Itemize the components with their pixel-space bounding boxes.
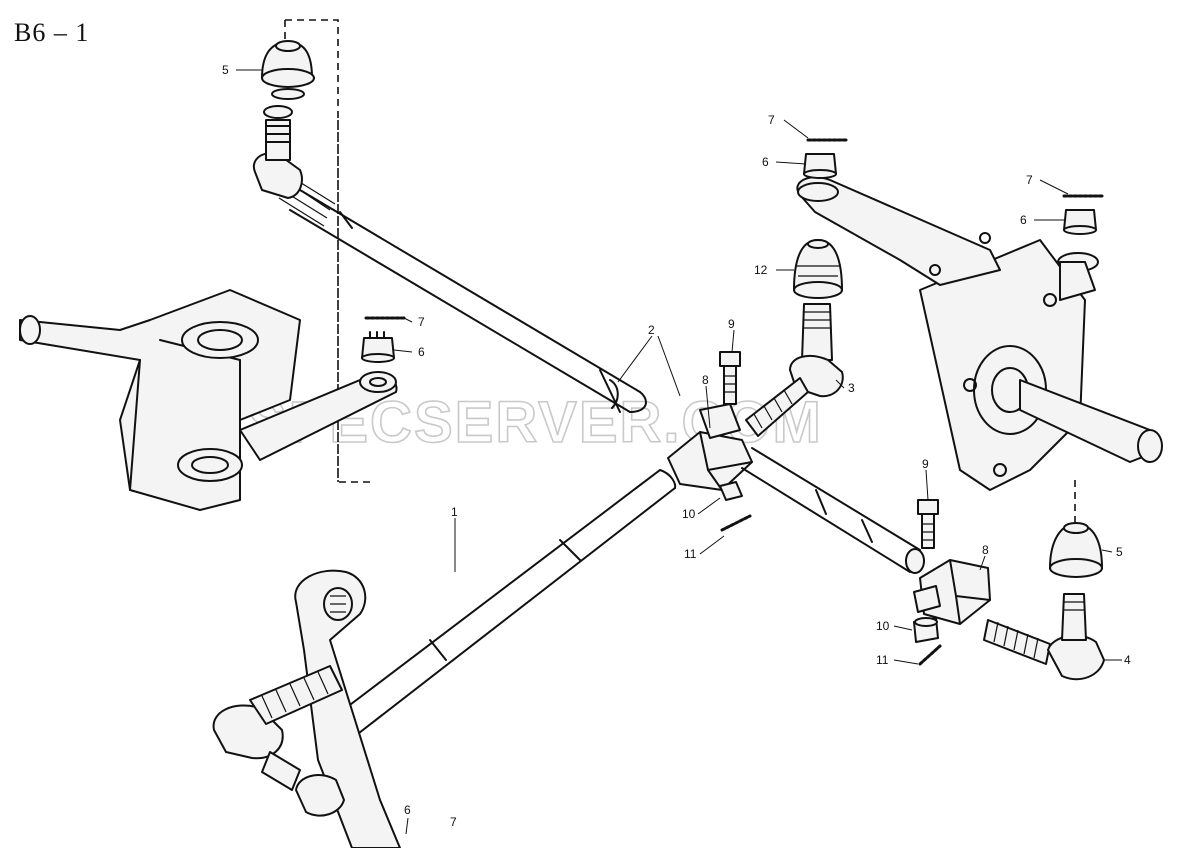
center-cotter-pin	[720, 514, 752, 532]
callout-6-bottom: 6	[404, 803, 411, 817]
callout-9-lower: 9	[922, 457, 929, 471]
center-nut	[719, 481, 743, 501]
dashed-guide-left	[284, 19, 372, 483]
rod-end-4	[983, 593, 1105, 681]
dust-boot-middle	[793, 239, 843, 299]
right-steering-knuckle	[919, 239, 1163, 491]
right-far-castle-nut	[1063, 209, 1097, 235]
callout-12: 12	[754, 263, 768, 277]
upper-left-rod-end	[252, 105, 303, 199]
callout-8-upper: 8	[702, 373, 709, 387]
callout-2: 2	[648, 323, 655, 337]
tie-rod-right-branch	[741, 447, 925, 574]
callout-6-right: 6	[1020, 213, 1027, 227]
callout-10-lower: 10	[876, 619, 890, 633]
leader-lines	[236, 69, 1122, 835]
dust-boot-top	[261, 40, 315, 100]
callout-11-lower: 11	[876, 653, 889, 667]
rod-end-3	[745, 303, 844, 437]
callout-5-top: 5	[222, 63, 229, 77]
tie-rod-1	[329, 469, 677, 741]
dust-boot-right	[1049, 522, 1103, 578]
callout-3: 3	[848, 381, 855, 395]
callout-6-upper: 6	[762, 155, 769, 169]
right-upper-castle-nut	[803, 153, 837, 179]
callout-8-lower: 8	[982, 543, 989, 557]
lower-left-rod-end	[212, 665, 345, 817]
callout-7-bottom: 7	[450, 815, 457, 829]
callout-9-upper: 9	[728, 317, 735, 331]
callout-11-upper: 11	[684, 547, 697, 561]
callout-7-left: 7	[418, 315, 425, 329]
lower-nut	[913, 617, 939, 643]
page-title: B6 – 1	[14, 18, 90, 47]
callout-7-upper: 7	[768, 113, 775, 127]
left-steering-knuckle	[19, 289, 398, 511]
callout-10-upper: 10	[682, 507, 696, 521]
callout-4: 4	[1124, 653, 1131, 667]
bolt-upper	[719, 351, 741, 405]
upper-steering-arm	[796, 176, 1099, 301]
left-castle-nut	[361, 331, 395, 363]
callout-1: 1	[451, 505, 458, 519]
lower-clamp	[913, 559, 991, 625]
callout-7-right: 7	[1026, 173, 1033, 187]
bolt-lower	[917, 499, 939, 549]
lower-cotter-pin	[918, 644, 942, 666]
pitman-arm	[294, 569, 401, 848]
callout-6-left: 6	[418, 345, 425, 359]
drag-link-rod	[278, 175, 647, 413]
callout-5-right: 5	[1116, 545, 1123, 559]
center-clamp	[667, 403, 753, 491]
